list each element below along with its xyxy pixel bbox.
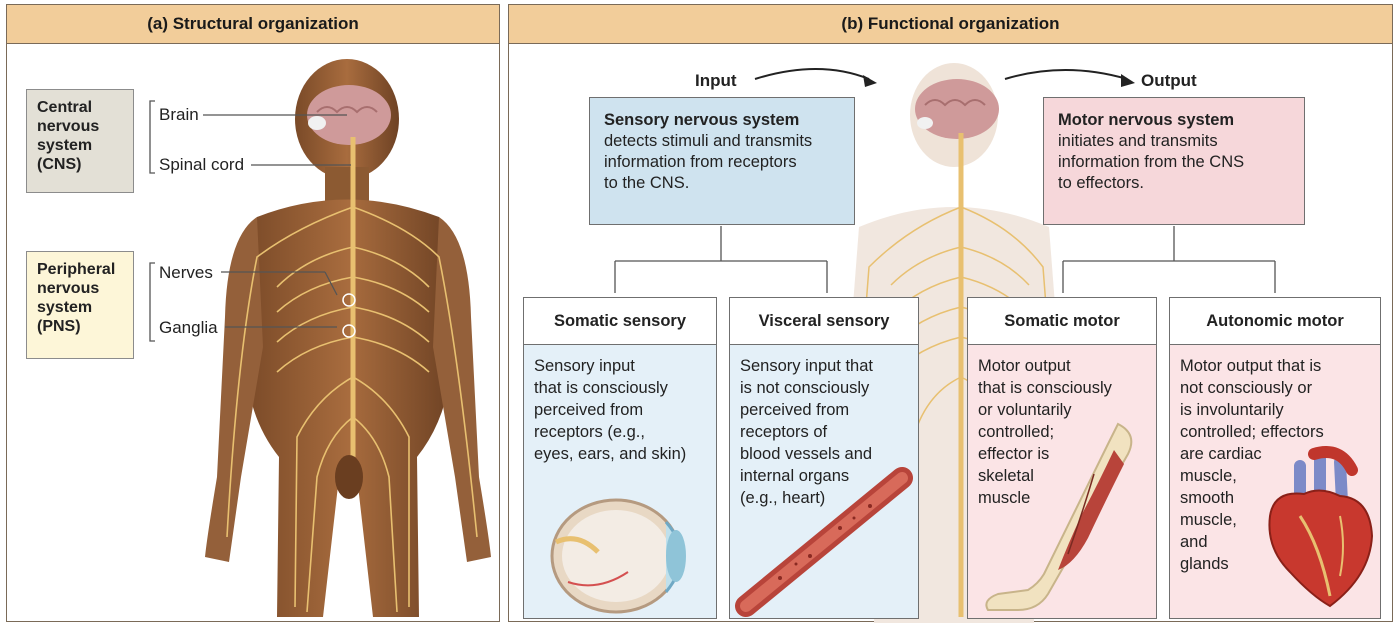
autonomic-motor-box: Autonomic motor Motor output that is not… [1169,297,1381,619]
pns-box: Peripheral nervous system (PNS) [26,251,134,359]
motor-nervous-system-box: Motor nervous system initiates and trans… [1043,97,1305,225]
panel-functional-organization: (b) Functional organization Input Output [508,4,1393,623]
output-label: Output [1141,71,1197,90]
arm-muscle-icon [985,422,1133,611]
label-ganglia: Ganglia [159,318,218,337]
cns-box: Central nervous system (CNS) [26,89,134,193]
motor-system-desc: initiates and transmits information from… [1058,132,1245,192]
label-nerves: Nerves [159,263,213,282]
somatic-sensory-title: Somatic sensory [524,298,716,345]
somatic-sensory-box: Somatic sensory Sensory input that is co… [523,297,717,619]
label-spinal-cord: Spinal cord [159,155,245,174]
panel-b-header: (b) Functional organization [509,5,1392,44]
heart-icon [1268,446,1374,608]
input-label: Input [695,71,737,90]
pns-label: Peripheral nervous system (PNS) [37,261,116,335]
panel-a-header: (a) Structural organization [7,5,499,44]
brain-icon [307,85,391,145]
output-arrowhead [1121,74,1135,87]
sensory-system-title: Sensory nervous system [604,111,800,129]
motor-system-title: Motor nervous system [1058,111,1235,129]
sensory-nervous-system-box: Sensory nervous system detects stimuli a… [589,97,855,225]
human-figure-structural [205,59,491,617]
somatic-motor-box: Somatic motor Motor output that is consc… [967,297,1157,619]
sensory-system-desc: detects stimuli and transmits informatio… [604,132,813,192]
label-brain: Brain [159,105,199,124]
autonomic-motor-title: Autonomic motor [1170,298,1380,345]
autonomic-motor-desc: Motor output that is not consciously or … [1180,357,1324,573]
visceral-sensory-title: Visceral sensory [730,298,918,345]
cns-label: Central nervous system (CNS) [37,99,100,173]
visceral-sensory-desc: Sensory input that is not consciously pe… [740,357,873,507]
somatic-sensory-desc: Sensory input that is consciously percei… [534,357,687,463]
input-arrowhead [863,75,877,87]
somatic-motor-desc: Motor output that is consciously or volu… [978,357,1112,507]
leader-lines-a [149,100,351,342]
eye-icon [550,498,686,614]
blood-vessel-icon [735,467,913,617]
panel-structural-organization: (a) Structural organization [6,4,500,622]
flow-arrows [614,68,1276,293]
somatic-motor-title: Somatic motor [968,298,1156,345]
visceral-sensory-box: Visceral sensory Sensory input that is n… [729,297,919,619]
